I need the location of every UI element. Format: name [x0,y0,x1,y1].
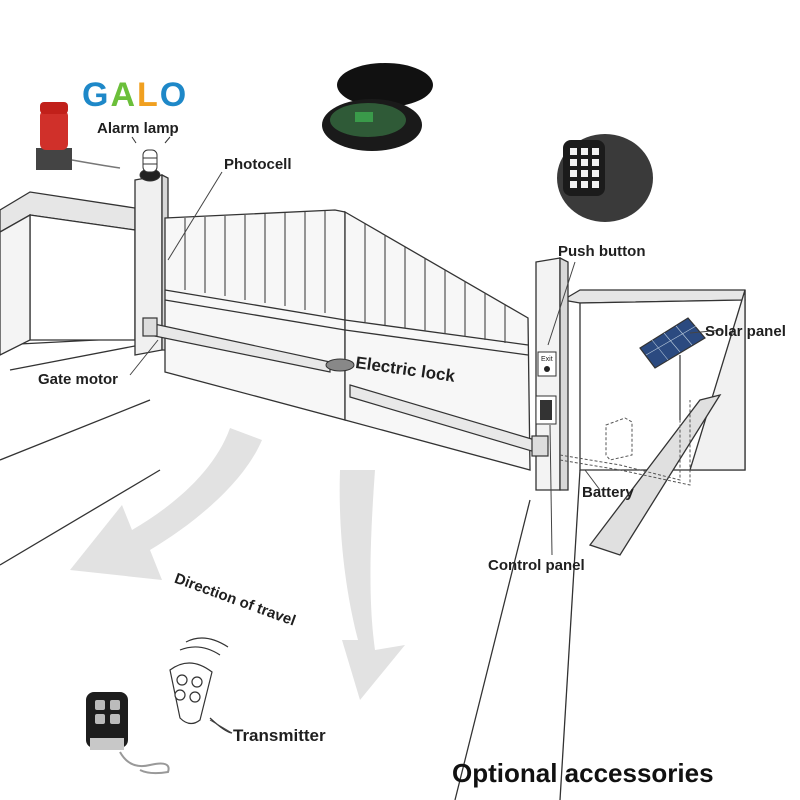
label-alarm-lamp: Alarm lamp [97,120,179,137]
pillar-lamp-icon [131,136,171,182]
electric-lock-icon [325,358,355,372]
direction-arrows [70,428,405,700]
gate-right-bars [364,224,506,343]
photocell-icon [322,63,433,151]
right-wall [561,289,746,556]
remote-control-icon [169,637,233,734]
label-push-button: Push button [558,243,646,260]
key-fob-icon [86,692,170,775]
road-outline [0,337,641,800]
label-exit: Exit [541,356,553,363]
exit-button-icon [537,351,557,377]
label-battery: Battery [582,484,634,501]
label-gate-motor: Gate motor [38,371,119,388]
label-transmitter: Transmitter [233,726,326,745]
footer-title: Optional accessories [452,758,714,788]
gate-left-bars [184,211,326,313]
left-wall [0,191,136,356]
solar-panel-icon [639,317,706,420]
brand-logo: GALO [82,76,189,114]
keypad-icon [557,134,653,222]
alarm-lamp-icon [36,102,121,170]
gate-motor-left [142,317,331,373]
label-photocell: Photocell [224,156,292,173]
label-control-panel: Control panel [488,557,585,574]
battery-box-icon [559,400,691,486]
leader-lines [129,171,723,734]
gate-left-leaf [164,209,346,421]
label-solar-panel: Solar panel [705,323,786,340]
gate-motor-right [349,384,549,457]
